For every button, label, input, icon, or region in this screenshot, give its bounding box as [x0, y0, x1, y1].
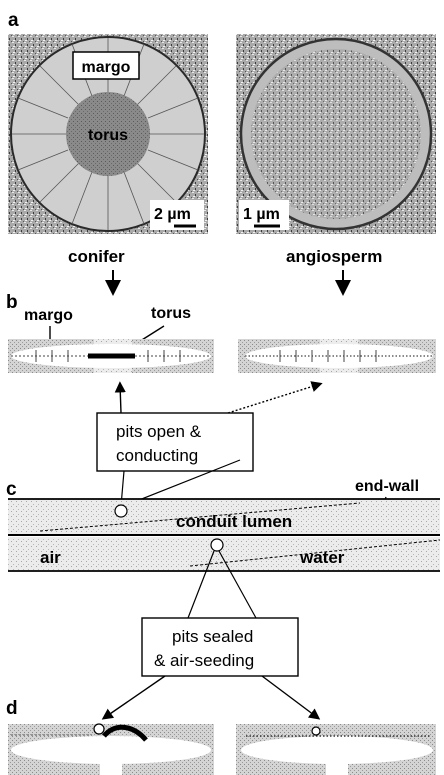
angiosperm-pit-diagram: [238, 339, 436, 373]
conifer-pit-diagram: [8, 339, 214, 373]
sealed-pit-marker: [211, 539, 223, 551]
callout-arrow-up-angiosperm: [228, 384, 320, 413]
panel-label-b: b: [6, 292, 18, 313]
angiosperm-micrograph: 1 µm: [236, 34, 436, 234]
angiosperm-caption: angiosperm: [286, 247, 382, 266]
panel-label-a: a: [8, 10, 19, 31]
margo-label-b: margo: [24, 307, 73, 324]
conifer-sealed-pit: [8, 724, 214, 775]
pits-sealed-callout-line-1: pits sealed: [172, 627, 253, 646]
pits-open-callout-line-2: conducting: [116, 446, 198, 465]
end-wall-label: end-wall: [355, 478, 419, 495]
scale-bar-label: 2 µm: [154, 206, 191, 223]
air-label: air: [40, 548, 61, 567]
conduit-lumen-label: conduit lumen: [176, 512, 292, 531]
pits-open-callout-line-1: pits open &: [116, 422, 202, 441]
callout-arrow-up-conifer: [120, 384, 121, 413]
torus-label: torus: [88, 127, 128, 144]
sealed-arrow-angiosperm: [262, 676, 318, 718]
margo-label: margo: [82, 59, 131, 76]
sealed-arrow-conifer: [104, 676, 165, 718]
conifer-caption: conifer: [68, 247, 125, 266]
conifer-micrograph: margo torus 2 µm: [8, 34, 208, 234]
panel-label-d: d: [6, 698, 18, 719]
panel-label-c: c: [6, 479, 17, 500]
pits-sealed-callout-line-2: & air-seeding: [154, 651, 254, 670]
angiosperm-sealed-pit: [236, 724, 436, 775]
torus-label-b: torus: [151, 305, 191, 322]
water-label: water: [299, 548, 345, 567]
open-pit-marker: [115, 505, 127, 517]
scale-bar-label: 1 µm: [243, 206, 280, 223]
